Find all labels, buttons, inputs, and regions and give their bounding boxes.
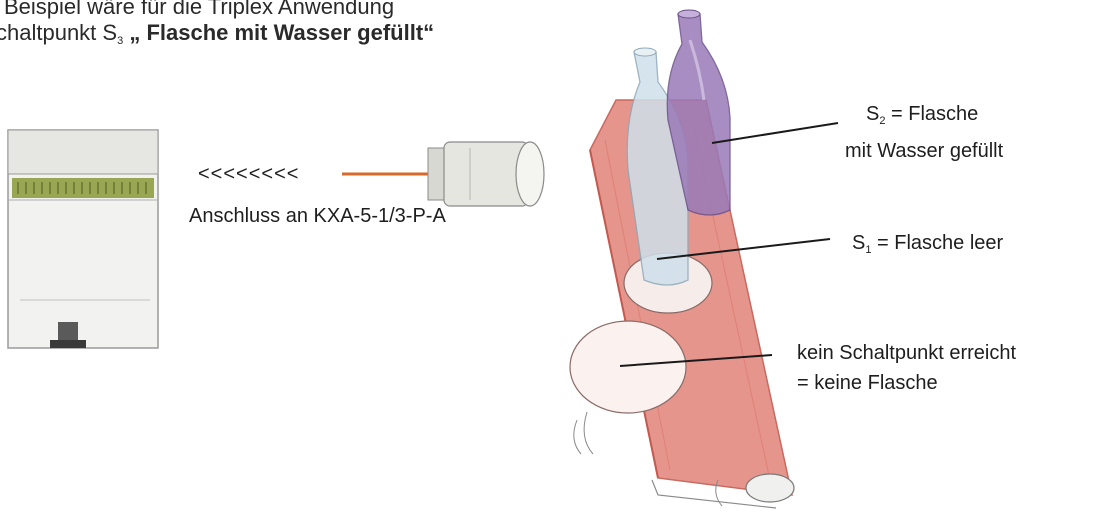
s2-label-line-2: mit Wasser gefüllt <box>845 140 1003 163</box>
s1-symbol: S <box>852 232 865 254</box>
s2-text: = Flasche <box>885 103 978 125</box>
control-unit-device <box>8 130 158 348</box>
connection-label: Anschluss an KXA-5-1/3-P-A <box>189 205 446 228</box>
s2-label-line-1: S2 = Flasche <box>866 103 978 127</box>
no-switchpoint-label-line-2: = keine Flasche <box>797 372 938 395</box>
signal-arrows: <<<<<<<< <box>198 163 299 186</box>
s2-pointer-line <box>712 123 838 143</box>
capacitive-sensor <box>342 142 544 206</box>
s1-text: = Flasche leer <box>871 232 1003 254</box>
s2-symbol: S <box>866 103 879 125</box>
s1-label: S1 = Flasche leer <box>852 232 1003 256</box>
no-switchpoint-label-line-1: kein Schaltpunkt erreicht <box>797 342 1016 365</box>
